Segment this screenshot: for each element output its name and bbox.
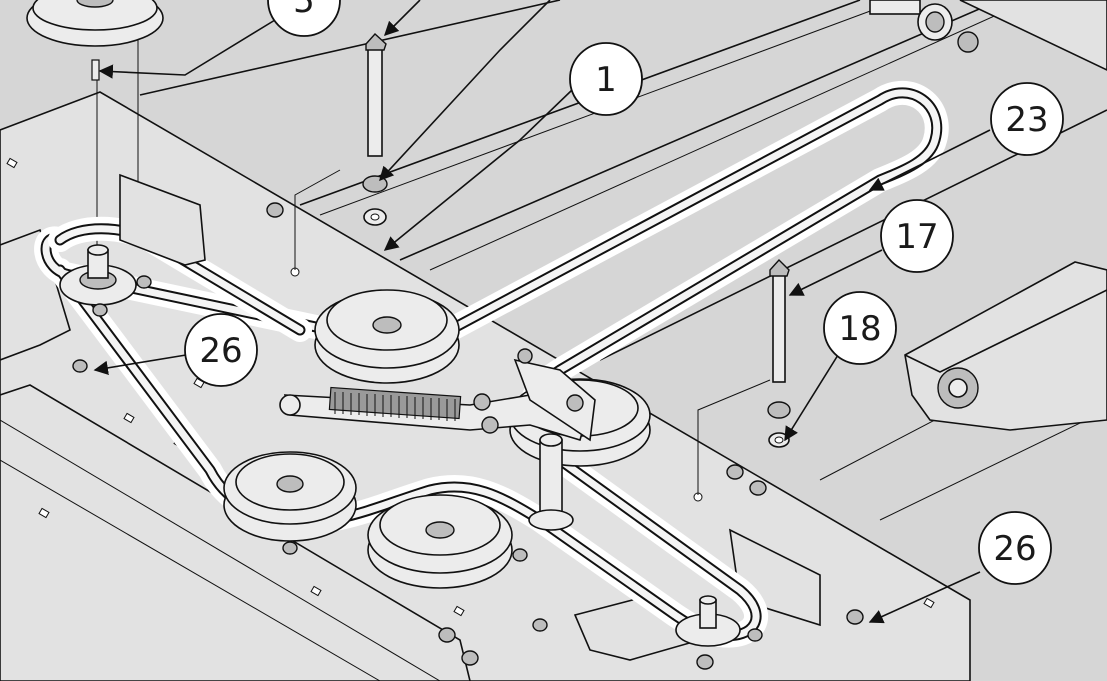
callout-26-left-label: 26 xyxy=(199,331,242,371)
tension-spring xyxy=(328,386,462,421)
callout-18: 18 xyxy=(823,291,897,365)
callout-23: 23 xyxy=(990,82,1064,156)
tall-bolt-top xyxy=(362,33,388,226)
callout-5-label: 5 xyxy=(293,0,315,21)
callout-1: 1 xyxy=(569,42,643,116)
spindle-pulley-left xyxy=(59,244,137,306)
leader-lines xyxy=(93,0,991,624)
callout-17: 17 xyxy=(880,199,954,273)
lower-left-pulley xyxy=(223,451,357,542)
fasteners xyxy=(72,202,864,670)
callout-18-label: 18 xyxy=(838,309,881,349)
callout-26-right: 26 xyxy=(978,511,1052,585)
spindle-right xyxy=(675,595,741,647)
deck-top-plate xyxy=(0,91,971,681)
key-pin xyxy=(91,59,100,81)
knob xyxy=(937,367,979,409)
lower-center-pulley xyxy=(367,494,513,589)
top-left-pulley xyxy=(26,0,164,47)
top-right-bracket xyxy=(959,0,1107,71)
callout-17-label: 17 xyxy=(895,217,938,257)
left-mount-bracket xyxy=(119,173,206,266)
callout-1-label: 1 xyxy=(595,60,617,100)
idler-arm-assembly xyxy=(279,348,596,531)
center-idler-pulley xyxy=(314,289,460,384)
right-side-guard xyxy=(904,261,1107,431)
left-bracket xyxy=(0,228,71,361)
bottom-idler-plate xyxy=(573,597,702,661)
callout-5: 5 xyxy=(267,0,341,37)
callout-26-left: 26 xyxy=(184,313,258,387)
top-right-axle xyxy=(869,0,979,53)
callout-26-right-label: 26 xyxy=(993,529,1036,569)
callout-23-label: 23 xyxy=(1005,100,1048,140)
tall-bolt-right xyxy=(767,258,791,448)
